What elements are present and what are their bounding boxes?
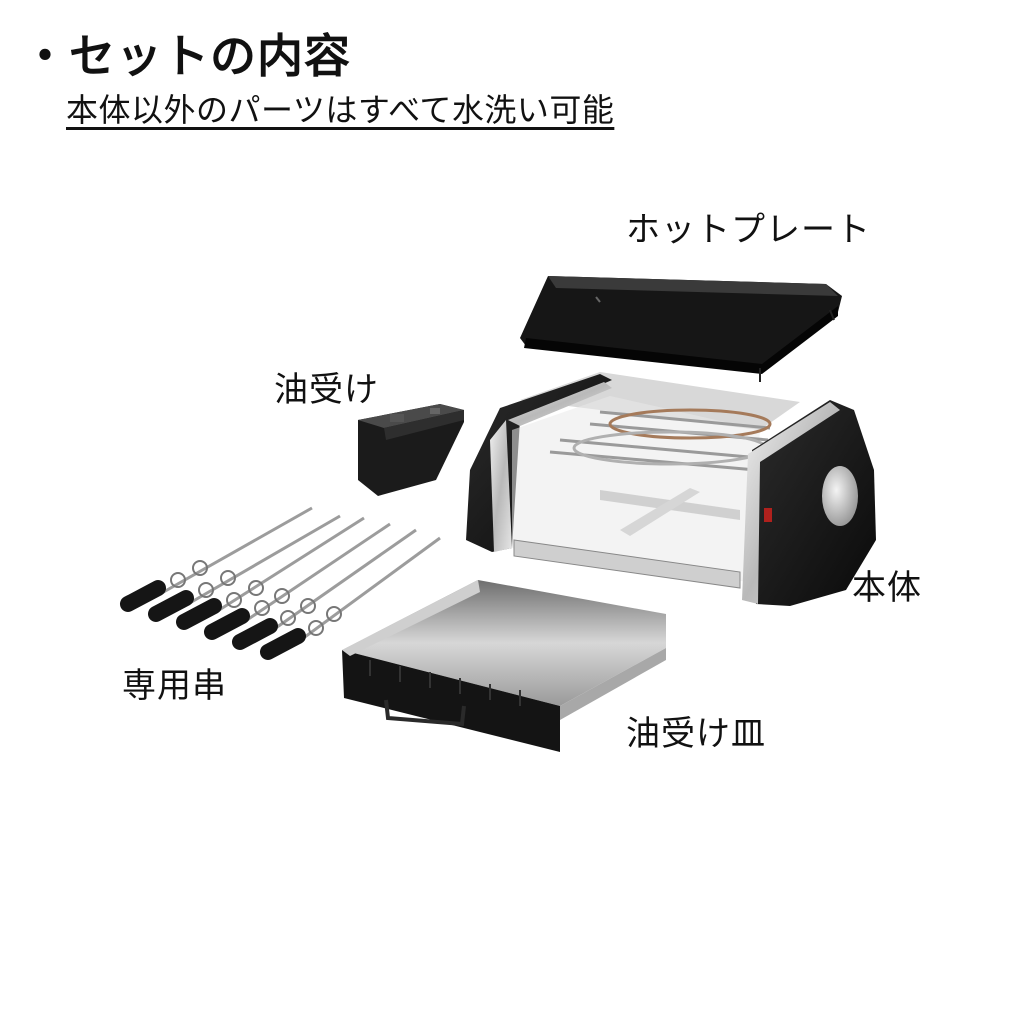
oil-cup-image <box>358 404 464 496</box>
hot-plate-image <box>520 276 842 382</box>
label-skewers: 専用串 <box>122 666 227 706</box>
label-drip-tray: 油受け皿 <box>626 714 766 754</box>
label-main-body: 本体 <box>852 568 922 608</box>
label-hot-plate: ホットプレート <box>626 210 871 250</box>
page-subtitle: 本体以外のパーツはすべて水洗い可能 <box>66 91 615 129</box>
dial-knob <box>822 466 858 526</box>
main-body-image <box>466 372 876 606</box>
page-title: ・セットの内容 <box>22 29 351 83</box>
indicator-light <box>764 508 772 522</box>
skewers-image <box>119 506 441 660</box>
label-oil-cup: 油受け <box>274 370 379 410</box>
drip-tray-image <box>342 580 666 752</box>
